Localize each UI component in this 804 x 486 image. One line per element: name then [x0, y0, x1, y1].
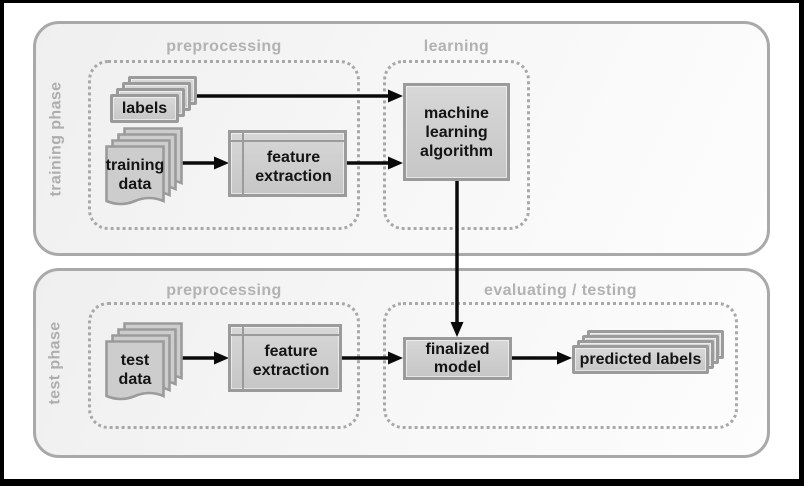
node-training-data-text: training data [105, 157, 165, 193]
group-preprocessing-test [88, 302, 360, 429]
training-phase-label: training phase [47, 81, 65, 196]
node-feature-extraction-test: feature extraction [228, 324, 342, 392]
node-feature-extraction-test-text: feature extraction [252, 343, 330, 379]
node-test-data: test data [105, 340, 165, 400]
node-training-data: training data [105, 145, 165, 205]
node-predicted-labels-text: predicted labels [579, 351, 702, 368]
node-feature-extraction-training: feature extraction [228, 130, 347, 197]
table-header-row [231, 140, 344, 142]
node-labels-text: labels [121, 100, 168, 117]
group-title-preprocessing-test: preprocessing [166, 282, 282, 299]
training-phase-label-wrap: training phase [38, 24, 74, 253]
node-machine-learning-algorithm: machine learning algorithm [403, 83, 510, 181]
table-header-column [242, 327, 244, 389]
node-training-data-stack: training data [105, 127, 185, 213]
node-labels-stack: labels [110, 76, 198, 124]
group-evaluating-testing [383, 302, 738, 429]
node-predicted-labels: predicted labels [572, 345, 709, 374]
node-test-data-stack: test data [105, 322, 185, 408]
node-finalized-model-text: finalized model [425, 340, 490, 376]
node-feature-extraction-training-text: feature extraction [255, 148, 332, 185]
table-header-row [231, 334, 339, 336]
test-phase-label: test phase [47, 321, 65, 405]
node-test-data-text: test data [118, 352, 152, 388]
group-title-learning: learning [423, 38, 490, 55]
group-title-preprocessing-training: preprocessing [166, 38, 282, 55]
node-labels: labels [110, 94, 179, 123]
node-machine-learning-algorithm-text: machine learning algorithm [420, 104, 493, 160]
document-stack-icon [105, 322, 183, 401]
document-stack-icon [105, 127, 183, 206]
group-title-evaluating-testing: evaluating / testing [484, 282, 637, 299]
table-header-column [242, 133, 244, 194]
group-preprocessing-training [88, 60, 360, 230]
node-predicted-labels-stack: predicted labels [572, 330, 725, 375]
test-phase-label-wrap: test phase [38, 271, 74, 455]
node-finalized-model: finalized model [403, 337, 512, 380]
